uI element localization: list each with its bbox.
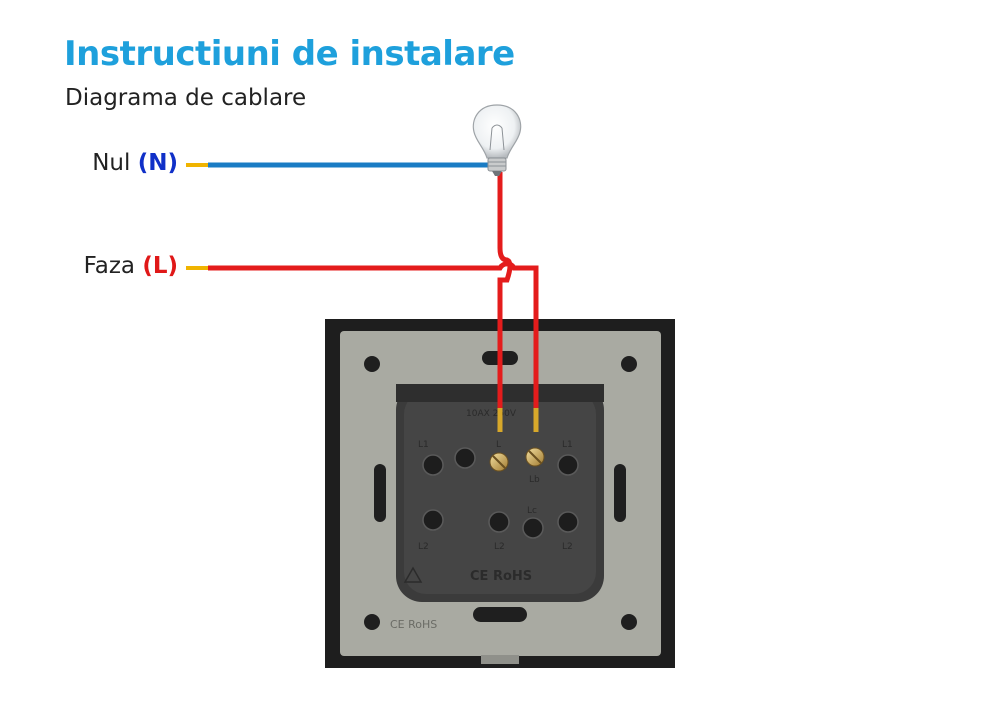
page-subtitle: Diagrama de cablare (65, 85, 307, 111)
right-slot (614, 464, 626, 522)
terminal-label-l1: L1 (418, 440, 429, 450)
terminal-label-l2b: L2 (494, 542, 505, 552)
neutral-code: (N) (137, 150, 178, 176)
mounting-hole (364, 614, 380, 630)
light-bulb-icon (472, 104, 522, 176)
mounting-hole (621, 356, 637, 372)
mounting-hole (621, 614, 637, 630)
switched-line-wire (497, 172, 513, 410)
neutral-label: Nul (N) (28, 150, 178, 176)
terminal-label-l1b: L1 (562, 440, 573, 450)
terminal-label-lb: Lb (529, 475, 540, 485)
bottom-slot (473, 607, 527, 622)
wires (186, 162, 539, 432)
terminal-label-l: L (496, 440, 501, 450)
phase-code: (L) (142, 253, 178, 279)
terminal-holes (422, 447, 579, 539)
plate-cert-text: CE RoHS (390, 618, 437, 631)
terminal-label-lc: Lc (527, 506, 537, 516)
left-slot (374, 464, 386, 522)
switch-module: 10AX 250V L1 L L1 Lb Lc L2 L2 L2 CE RoHS (396, 384, 604, 602)
rating-text: 10AX 250V (466, 409, 517, 419)
phase-label: Faza (L) (28, 253, 178, 279)
terminal-label-l2c: L2 (562, 542, 573, 552)
terminal-label-l2: L2 (418, 542, 429, 552)
page-title: Instructiuni de instalare (64, 34, 515, 74)
module-cert-text: CE RoHS (470, 569, 532, 584)
mounting-hole (364, 356, 380, 372)
phase-label-text: Faza (83, 253, 135, 279)
neutral-label-text: Nul (92, 150, 131, 176)
